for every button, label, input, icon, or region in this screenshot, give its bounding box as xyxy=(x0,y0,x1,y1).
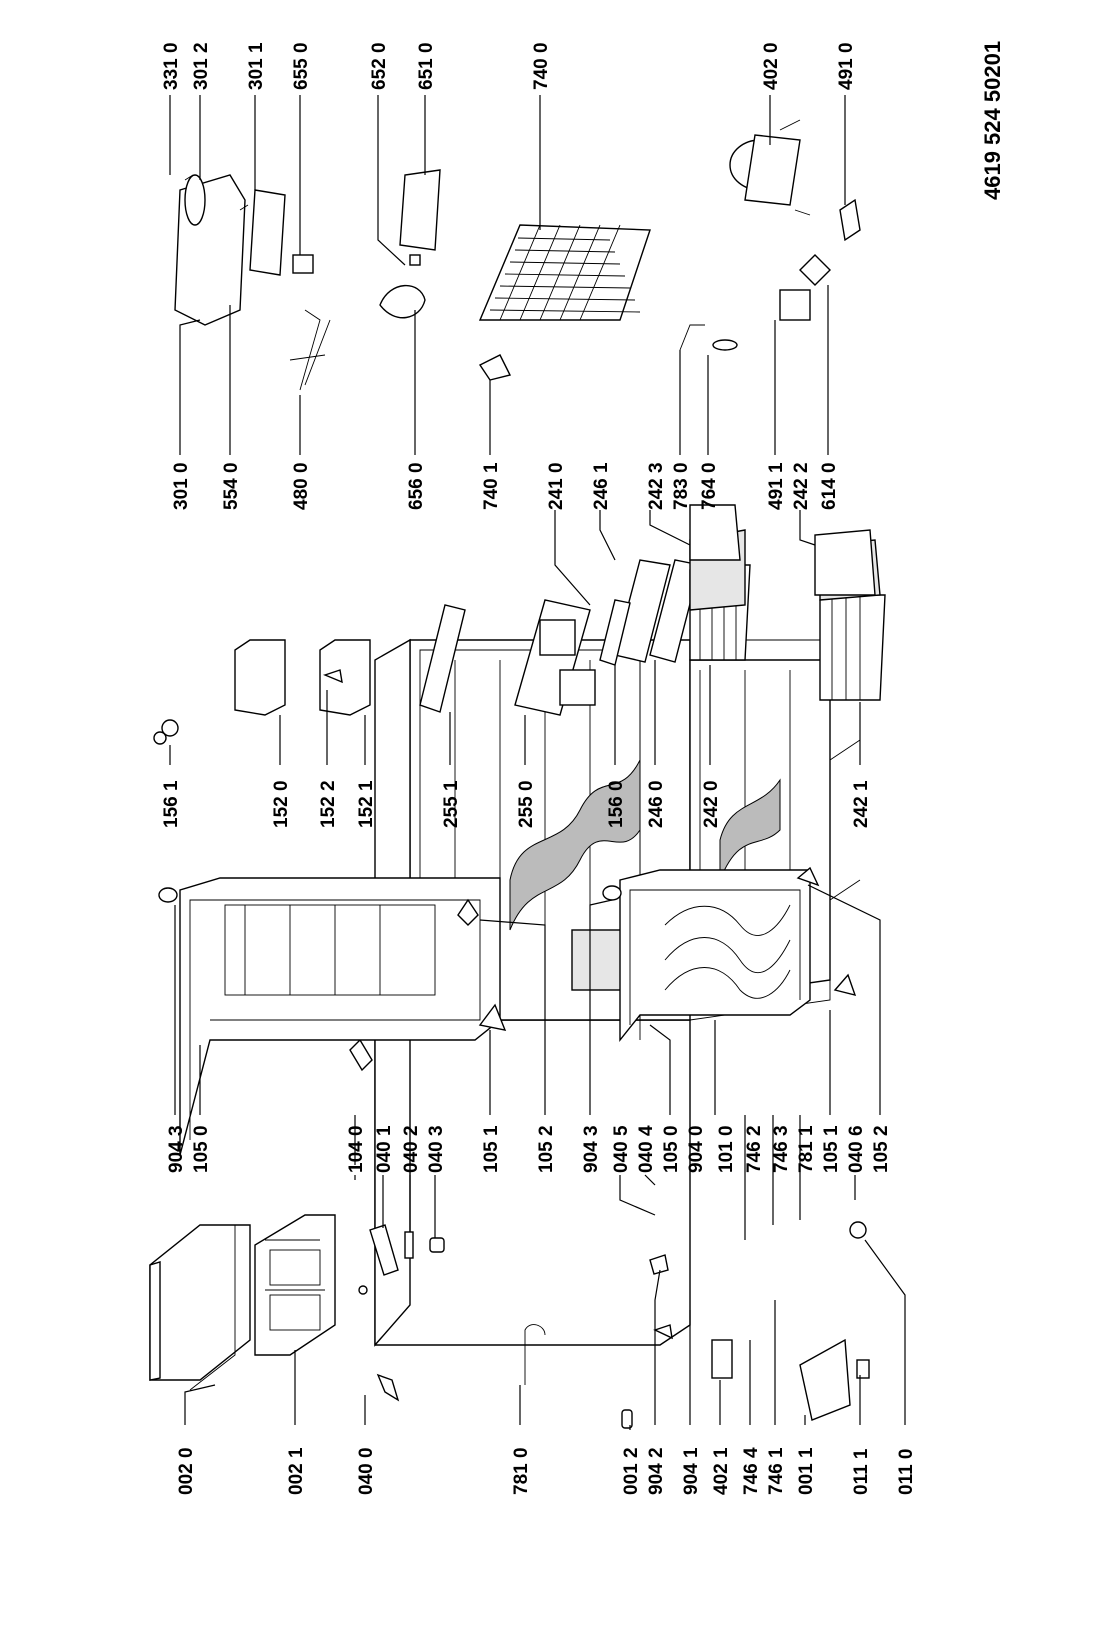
label-781-0: 781 0 xyxy=(511,1447,532,1495)
hinge-pins-drawing xyxy=(358,1224,445,1295)
label-105-0-upper: 105 0 xyxy=(191,1125,212,1173)
small-clip-drawing xyxy=(153,719,179,745)
condenser-coil-drawing xyxy=(478,224,651,321)
label-152-2: 152 2 xyxy=(318,780,339,828)
label-242-3: 242 3 xyxy=(646,462,667,510)
label-241-0: 241 0 xyxy=(546,462,567,510)
fan-parts-drawing xyxy=(379,169,441,319)
label-011-1: 011 1 xyxy=(851,1448,872,1495)
label-655-0: 655 0 xyxy=(291,42,312,90)
label-255-0: 255 0 xyxy=(516,780,537,828)
label-105-1-upper: 105 1 xyxy=(481,1125,502,1173)
label-656-0: 656 0 xyxy=(406,462,427,510)
label-040-5: 040 5 xyxy=(611,1125,632,1173)
label-301-0: 301 0 xyxy=(171,462,192,510)
label-105-0-lower: 105 0 xyxy=(661,1125,682,1173)
label-152-1: 152 1 xyxy=(356,780,377,828)
basket-fronts-drawing xyxy=(689,504,876,596)
label-105-1-lower: 105 1 xyxy=(821,1125,842,1173)
thermostat-housing-drawing xyxy=(174,174,286,326)
label-764-0: 764 0 xyxy=(699,462,720,510)
condenser-bracket-drawing xyxy=(478,354,512,381)
label-152-0: 152 0 xyxy=(271,780,292,828)
label-491-0: 491 0 xyxy=(836,42,857,90)
label-746-2: 746 2 xyxy=(744,1125,765,1173)
label-652-0: 652 0 xyxy=(369,42,390,90)
label-301-2: 301 2 xyxy=(191,42,212,90)
relay-starter-drawing xyxy=(779,254,831,321)
label-040-0: 040 0 xyxy=(356,1447,377,1495)
label-002-0: 002 0 xyxy=(176,1447,197,1495)
label-740-1: 740 1 xyxy=(481,462,502,510)
label-001-2: 001 2 xyxy=(621,1447,642,1495)
label-105-2-upper: 105 2 xyxy=(536,1125,557,1173)
part-drawings xyxy=(149,119,886,1429)
label-040-2: 040 2 xyxy=(401,1125,422,1173)
label-402-1: 402 1 xyxy=(711,1447,732,1495)
label-011-0: 011 0 xyxy=(896,1449,917,1496)
document-number: 4619 524 50201 xyxy=(980,41,1005,200)
label-040-4: 040 4 xyxy=(636,1125,657,1173)
label-101-0: 101 0 xyxy=(716,1125,737,1173)
drawers-drawing xyxy=(514,559,701,716)
label-105-2-lower: 105 2 xyxy=(871,1125,892,1173)
label-491-1: 491 1 xyxy=(766,462,787,510)
compressor-drawing xyxy=(729,119,811,216)
label-904-1: 904 1 xyxy=(681,1447,702,1495)
label-614-0: 614 0 xyxy=(819,462,840,510)
label-904-0: 904 0 xyxy=(686,1125,707,1173)
label-331-0: 331 0 xyxy=(161,42,182,90)
glass-shelf-drawing xyxy=(419,604,466,713)
top-frame-drawing xyxy=(254,1214,336,1356)
label-156-0: 156 0 xyxy=(606,780,627,828)
label-246-0: 246 0 xyxy=(646,780,667,828)
label-104-0: 104 0 xyxy=(346,1125,367,1173)
label-781-1: 781 1 xyxy=(796,1125,817,1173)
label-740-0: 740 0 xyxy=(531,42,552,90)
label-480-0: 480 0 xyxy=(291,462,312,510)
label-242-2: 242 2 xyxy=(791,462,812,510)
label-242-0: 242 0 xyxy=(701,780,722,828)
label-242-1: 242 1 xyxy=(851,780,872,828)
label-746-3: 746 3 xyxy=(771,1125,792,1173)
label-904-3-lower: 904 3 xyxy=(581,1125,602,1173)
label-746-4: 746 4 xyxy=(741,1447,762,1495)
leader-lines xyxy=(169,95,906,1430)
label-040-6: 040 6 xyxy=(846,1125,867,1173)
label-040-1: 040 1 xyxy=(374,1125,395,1173)
label-246-1: 246 1 xyxy=(591,462,612,510)
top-cover-drawing xyxy=(149,1224,251,1391)
drier-capillary-drawing xyxy=(679,324,738,351)
door-shelves-drawing xyxy=(234,639,371,716)
lamp-holder-drawing xyxy=(292,254,314,274)
label-301-1: 301 1 xyxy=(246,42,267,90)
label-904-3-upper: 904 3 xyxy=(166,1125,187,1173)
label-746-1: 746 1 xyxy=(766,1447,787,1495)
label-156-1: 156 1 xyxy=(161,780,182,828)
lower-door-drawing xyxy=(602,866,857,1042)
label-040-3: 040 3 xyxy=(426,1125,447,1173)
wiring-harness-drawing xyxy=(289,309,331,391)
label-402-0: 402 0 xyxy=(761,42,782,90)
label-255-1: 255 1 xyxy=(441,780,462,828)
label-554-0: 554 0 xyxy=(221,462,242,510)
hinge-parts-drawing xyxy=(349,1038,870,1429)
relay-cover-drawing xyxy=(839,198,861,242)
label-904-2: 904 2 xyxy=(646,1447,667,1495)
label-651-0: 651 0 xyxy=(416,42,437,90)
label-783-0: 783 0 xyxy=(671,462,692,510)
label-001-1: 001 1 xyxy=(796,1447,817,1495)
part-labels: 002 0 002 1 040 0 781 0 001 2 904 2 904 … xyxy=(161,41,1005,1495)
upper-door-drawing xyxy=(158,877,507,1156)
label-002-1: 002 1 xyxy=(286,1447,307,1495)
